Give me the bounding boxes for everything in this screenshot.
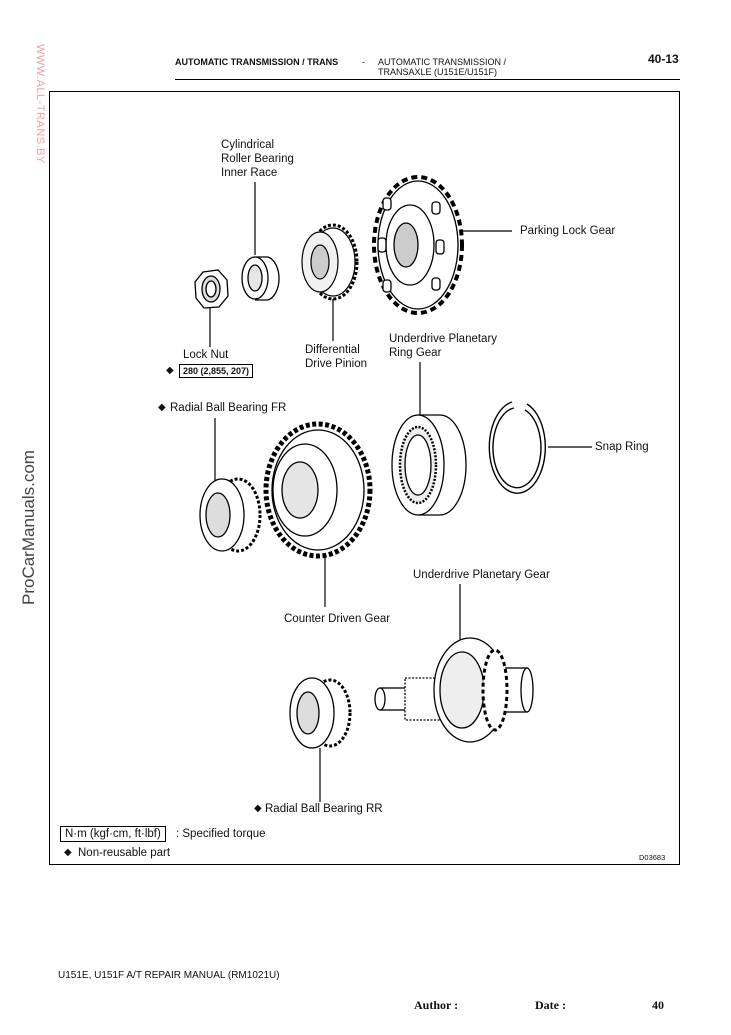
label-counter-driven-gear: Counter Driven Gear <box>284 613 391 625</box>
footer-manual-title: U151E, U151F A/T REPAIR MANUAL (RM1021U) <box>58 970 280 981</box>
footer-page: 40 <box>652 998 664 1012</box>
legend-unit-text: : Specified torque <box>176 828 266 840</box>
counter-driven-gear-part <box>263 421 373 559</box>
header-separator: - <box>362 57 365 67</box>
header-subtitle-line2: TRANSAXLE (U151E/U151F) <box>378 67 498 77</box>
diamond-icon: ◆ <box>64 847 72 858</box>
footer-date: Date : <box>535 998 566 1012</box>
drive-pinion-part <box>301 223 359 301</box>
header-section-title: AUTOMATIC TRANSMISSION / TRANS <box>175 57 339 67</box>
label-radial-rr: Radial Ball Bearing RR <box>265 803 383 815</box>
inner-race-part <box>241 256 280 301</box>
label-ud-planetary-gear: Underdrive Planetary Gear <box>413 569 550 581</box>
radial-fr-part <box>199 477 262 553</box>
label-snap-ring: Snap Ring <box>595 441 649 453</box>
diamond-icon: ◆ <box>166 365 174 376</box>
diamond-icon: ◆ <box>158 402 166 413</box>
ud-planetary-gear-part <box>374 637 534 743</box>
label-lock-nut: Lock Nut <box>183 349 229 361</box>
snap-ring-part <box>488 401 547 494</box>
lock-nut-part <box>194 269 229 309</box>
label-cyl-bearing: Cylindrical Roller Bearing Inner Race <box>221 139 294 179</box>
parking-lock-gear-part <box>372 175 464 315</box>
torque-value-box: 280 (2,855, 207) <box>179 364 254 378</box>
ring-gear-part <box>391 414 467 516</box>
legend-unit-box: N·m (kgf·cm, ft·lbf) <box>60 826 166 842</box>
footer-author: Author : <box>414 998 459 1012</box>
label-radial-fr: Radial Ball Bearing FR <box>170 402 287 414</box>
header-subtitle-line1: AUTOMATIC TRANSMISSION / <box>378 57 507 67</box>
radial-rr-part <box>289 677 352 749</box>
label-parking-lock-gear: Parking Lock Gear <box>520 225 616 237</box>
header-page-number: 40-13 <box>648 52 679 66</box>
diamond-icon: ◆ <box>254 803 262 814</box>
label-diff-drive-pinion: Differential Drive Pinion <box>305 344 367 370</box>
figure-code: D03683 <box>639 853 666 862</box>
legend-nonreusable: Non-reusable part <box>78 847 171 859</box>
figure-frame <box>49 91 680 865</box>
label-ud-ring-gear: Underdrive Planetary Ring Gear <box>389 333 498 359</box>
header-rule <box>175 79 680 80</box>
